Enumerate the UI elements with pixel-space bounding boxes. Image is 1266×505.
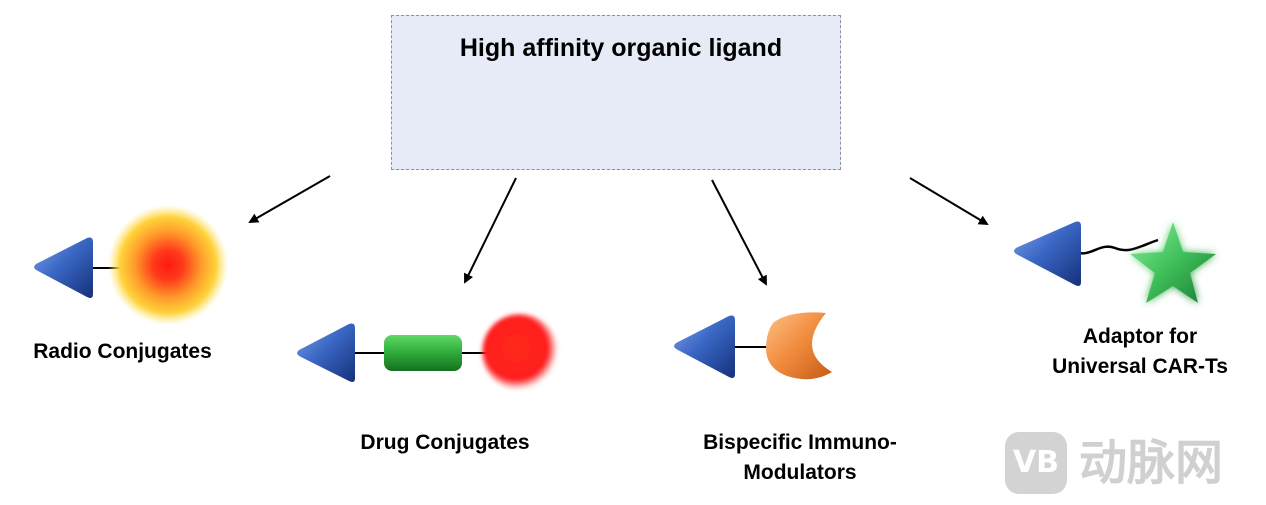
ligand-triangle-icon xyxy=(1014,221,1081,286)
label-line: Radio Conjugates xyxy=(33,340,212,363)
label-bispecific-immunomodulators: Bispecific Immuno- Modulators xyxy=(660,428,940,488)
arrow-to-adaptor xyxy=(909,177,989,226)
adaptor-conjugate xyxy=(1014,221,1216,303)
immunomodulator-icon xyxy=(765,312,832,380)
label-line: Modulators xyxy=(743,461,857,484)
diagram-title: High affinity organic ligand xyxy=(459,34,783,62)
star-car-t-icon xyxy=(1130,222,1216,303)
drug-conjugate xyxy=(297,314,558,390)
arrow-to-radio xyxy=(248,175,331,223)
label-line: Universal CAR-Ts xyxy=(1052,355,1228,378)
watermark-text: 动脉网 xyxy=(1079,435,1224,491)
watermark-logo-icon: VB xyxy=(1005,432,1067,494)
drug-payload-icon xyxy=(482,314,558,390)
label-radio-conjugates: Radio Conjugates xyxy=(0,337,245,367)
label-line: Bispecific Immuno- xyxy=(703,431,897,454)
radio-conjugate xyxy=(34,205,228,325)
label-adaptor-car-t: Adaptor for Universal CAR-Ts xyxy=(1020,322,1260,382)
ligand-triangle-icon xyxy=(674,315,735,378)
arrow-to-bispecific xyxy=(711,179,767,286)
ligand-triangle-icon xyxy=(297,323,355,382)
label-line: Drug Conjugates xyxy=(360,431,530,454)
radio-isotope-icon xyxy=(108,205,228,325)
label-drug-conjugates: Drug Conjugates xyxy=(310,428,580,458)
bispecific-conjugate xyxy=(674,312,832,380)
linker-icon xyxy=(384,335,462,371)
label-line: Adaptor for xyxy=(1082,325,1198,348)
ligand-triangle-icon xyxy=(34,237,93,298)
watermark: VB 动脉网 xyxy=(1005,432,1263,496)
arrow-to-drug xyxy=(464,177,517,284)
ligand-box xyxy=(391,15,841,170)
